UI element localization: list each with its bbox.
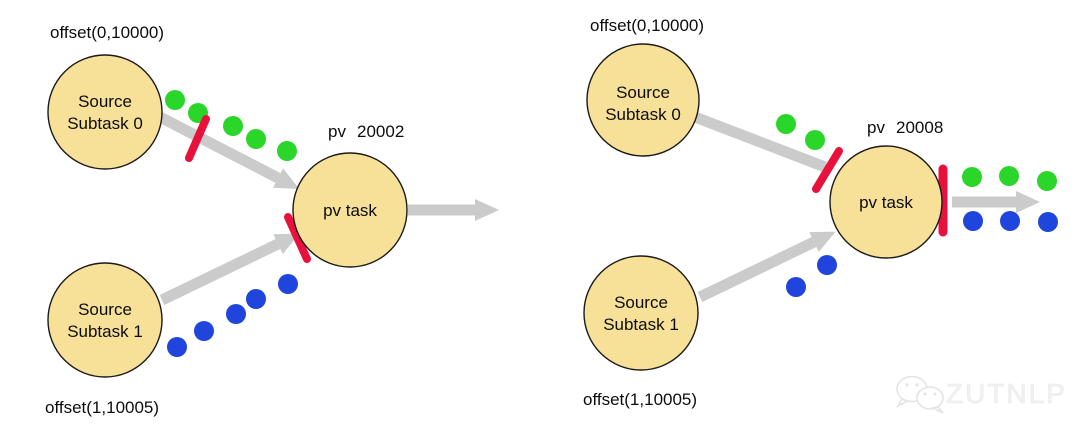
offset-label-source1: offset(1,10005)	[45, 398, 159, 417]
source-subtask0-label-line2: Subtask 0	[605, 105, 681, 124]
barrier-tick-stream0	[812, 147, 843, 193]
pv-counter-value: 20002	[357, 122, 404, 141]
pv-counter-prefix: pv	[867, 118, 885, 137]
pv-counter-value: 20008	[896, 118, 943, 137]
source-subtask0-label-line1: Source	[78, 92, 132, 111]
source-subtask1-node	[47, 262, 163, 378]
record-dot-blue	[278, 274, 298, 294]
right-diagram: offset(0,10000) offset(1,10005) Source S…	[583, 16, 1058, 409]
record-dot-blue	[246, 289, 266, 309]
wechat-icon	[895, 375, 944, 414]
record-dot-green	[962, 167, 982, 187]
pv-task-label: pv task	[859, 193, 913, 212]
offset-label-source1: offset(1,10005)	[583, 390, 697, 409]
pv-task-label: pv task	[323, 201, 377, 220]
record-dot-green	[999, 166, 1019, 186]
edge-source1-to-task	[697, 231, 836, 302]
edge-source1-to-task	[159, 233, 300, 305]
source-subtask1-label-line2: Subtask 1	[603, 315, 679, 334]
record-dot-blue	[817, 255, 837, 275]
offset-label-source0: offset(0,10000)	[590, 16, 704, 35]
watermark-text: ZUTNLP	[946, 378, 1067, 409]
pv-counter-prefix: pv	[328, 122, 346, 141]
barrier-tick-stream0	[185, 115, 210, 162]
left-diagram: offset(0,10000) offset(1,10005) Source S…	[45, 23, 499, 417]
record-dot-blue	[1000, 211, 1020, 231]
watermark: ZUTNLP	[895, 375, 1067, 414]
edge-source0-to-task	[693, 111, 827, 173]
offset-label-source0: offset(0,10000)	[50, 23, 164, 42]
source-subtask1-node	[583, 255, 699, 371]
pv-task-node	[292, 152, 408, 268]
source-subtask1-label-line1: Source	[78, 300, 132, 319]
record-dot-green	[165, 90, 185, 110]
record-dot-blue	[226, 304, 246, 324]
record-dot-green	[246, 129, 266, 149]
record-dot-green	[277, 141, 297, 161]
source-subtask0-node	[586, 43, 700, 157]
record-dot-blue	[167, 337, 187, 357]
source-subtask1-label-line2: Subtask 1	[67, 322, 143, 341]
edge-source0-to-task	[157, 112, 300, 190]
record-dot-blue	[963, 211, 983, 231]
record-dot-green	[776, 114, 796, 134]
record-dot-green	[223, 116, 243, 136]
barrier-tick-stream1	[284, 213, 311, 263]
pv-task-node	[829, 145, 943, 259]
record-dot-blue	[786, 277, 806, 297]
source-subtask0-node	[47, 54, 163, 170]
record-dot-blue	[194, 321, 214, 341]
source-subtask0-label-line1: Source	[616, 83, 670, 102]
record-dot-green	[1037, 171, 1057, 191]
record-dot-blue	[1038, 212, 1058, 232]
source-subtask0-label-line2: Subtask 0	[67, 114, 143, 133]
source-subtask1-label-line1: Source	[614, 293, 668, 312]
record-dot-green	[805, 130, 825, 150]
